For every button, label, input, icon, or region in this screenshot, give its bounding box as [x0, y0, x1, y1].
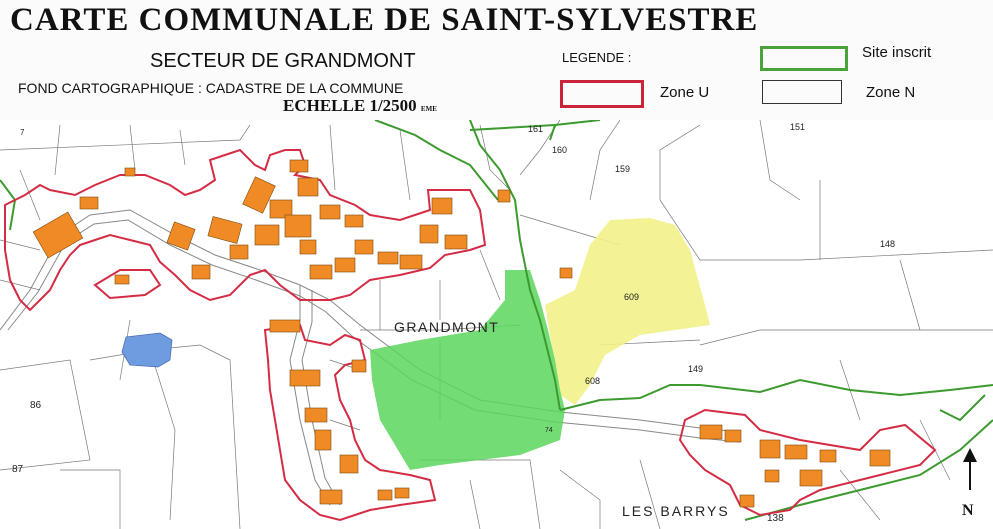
legend-swatch-site-inscrit [760, 46, 848, 71]
parcel-lines [0, 120, 993, 529]
buildings [32, 159, 891, 508]
parcel-number: 608 [585, 376, 600, 386]
pond [121, 332, 173, 368]
roads [0, 209, 741, 506]
cadastral-map[interactable]: 7 161 151 160 159 148 609 149 608 86 87 … [0, 120, 993, 529]
parcel-number: 160 [552, 145, 567, 155]
green-area [370, 270, 565, 470]
legend-swatch-zone-u [560, 80, 644, 108]
legend-label-site-inscrit: Site inscrit [862, 44, 932, 61]
legend-title: LEGENDE : [562, 50, 632, 65]
zone-u-boundaries [4, 148, 937, 522]
scale-label: ECHELLE 1/2500 EME [283, 96, 437, 115]
parcel-number: 7 [20, 128, 25, 137]
north-arrow-icon [963, 448, 977, 490]
parcel-numbers: 7 161 151 160 159 148 609 149 608 86 87 … [12, 122, 895, 524]
place-grandmont: GRANDMONT [394, 319, 499, 335]
map-header: CARTE COMMUNALE DE SAINT-SYLVESTRE SECTE… [0, 0, 993, 120]
legend-label-zone-u: Zone U [660, 84, 710, 101]
legend-swatch-zone-n [762, 80, 842, 104]
parcel-number: 87 [12, 464, 24, 475]
map-title: CARTE COMMUNALE DE SAINT-SYLVESTRE [10, 2, 759, 38]
base-map-note: FOND CARTOGRAPHIQUE : CADASTRE DE LA COM… [18, 80, 404, 96]
parcel-number: 74 [545, 427, 553, 434]
parcel-number: 148 [880, 239, 895, 249]
parcel-number: 609 [624, 292, 639, 302]
parcel-number: 161 [528, 124, 543, 134]
place-les-barrys: LES BARRYS [622, 503, 730, 519]
north-label: N [962, 502, 974, 519]
yellow-area [545, 218, 710, 405]
parcel-number: 159 [615, 164, 630, 174]
map-subtitle: SECTEUR DE GRANDMONT [150, 50, 416, 72]
parcel-number: 151 [790, 122, 805, 132]
parcel-number: 138 [767, 513, 784, 524]
legend-label-zone-n: Zone N [866, 84, 916, 101]
parcel-number: 86 [30, 400, 42, 411]
parcel-number: 149 [688, 364, 703, 374]
